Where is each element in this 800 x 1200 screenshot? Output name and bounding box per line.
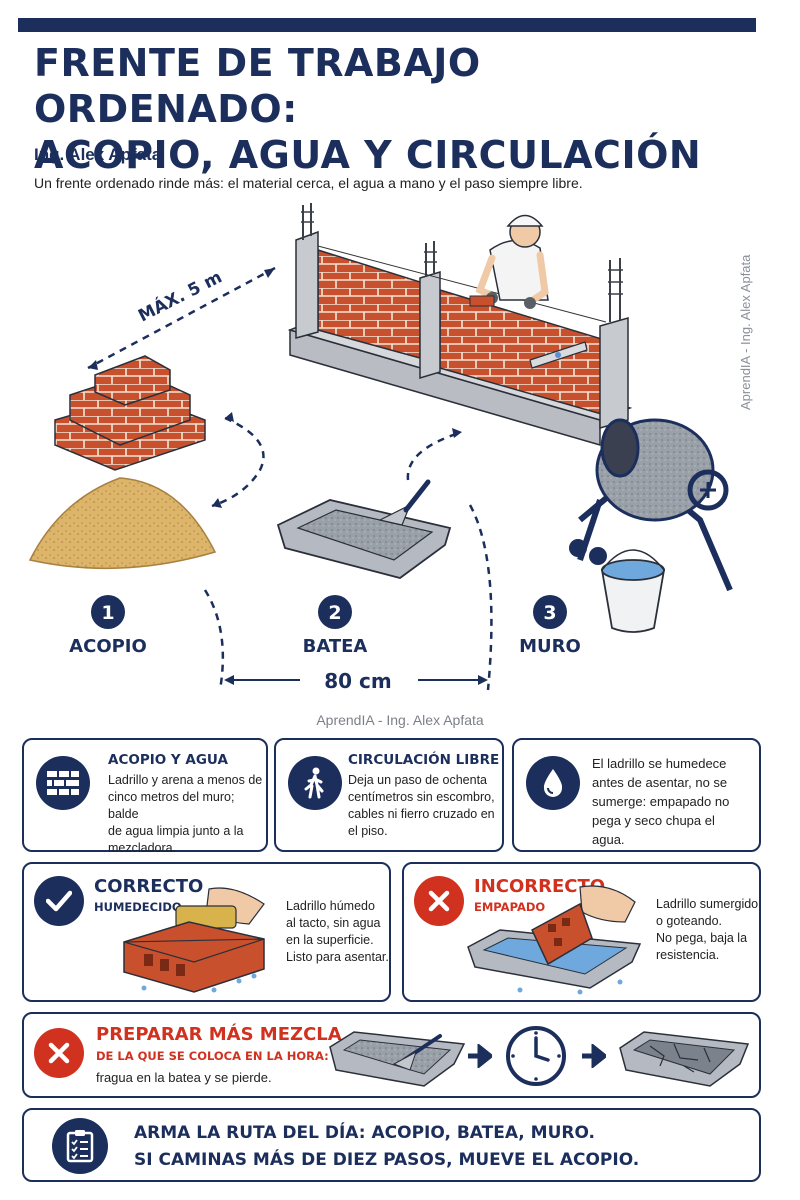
- card-acopio-agua: ACOPIO Y AGUA Ladrillo y arena a menos d…: [22, 738, 268, 855]
- step-label: ACOPIO: [69, 636, 147, 657]
- step-number: 3: [543, 602, 556, 624]
- card-exceso-mezcla: PREPARAR MÁS MEZCLA DE LA QUE SE COLOCA …: [22, 1012, 761, 1098]
- correct-heading: CORRECTO: [94, 876, 204, 897]
- footer-message: ARMA LA RUTA DEL DÍA: ACOPIO, BATEA, MUR…: [134, 1120, 639, 1174]
- sand-pile: [28, 477, 217, 570]
- damp-brick-illustration: [123, 887, 265, 993]
- footer-line-1: ARMA LA RUTA DEL DÍA: ACOPIO, BATEA, MUR…: [134, 1123, 596, 1143]
- worker-figure: [469, 214, 549, 309]
- step-label: BATEA: [303, 636, 368, 657]
- water-bucket: [600, 549, 666, 633]
- card-ruta-del-dia: ARMA LA RUTA DEL DÍA: ACOPIO, BATEA, MUR…: [22, 1108, 761, 1182]
- footer-line-2: SI CAMINAS MÁS DE DIEZ PASOS, MUEVE EL A…: [134, 1150, 640, 1170]
- cross-icon: [34, 1028, 84, 1078]
- incorrect-subheading: EMPAPADO: [474, 900, 546, 914]
- mix-subheading: DE LA QUE SE COLOCA EN LA HORA:: [96, 1049, 329, 1063]
- incorrect-heading: INCORRECTO: [474, 876, 606, 897]
- top-bar: [18, 18, 756, 32]
- brick-stack: [54, 355, 206, 471]
- step-number: 1: [101, 602, 114, 624]
- step-label: MURO: [519, 636, 581, 657]
- clock-icon: [506, 1026, 566, 1086]
- title-line-2: ACOPIO, AGUA Y CIRCULACIÓN: [34, 133, 702, 177]
- clipboard-checklist-icon: [52, 1118, 108, 1174]
- correct-subheading: HUMEDECIDO: [94, 900, 182, 914]
- card-title: CIRCULACIÓN LIBRE: [348, 752, 500, 768]
- author: Ing. Alex Apfata: [34, 145, 162, 164]
- width-dimension: [224, 675, 488, 685]
- width-label: 80 cm: [324, 669, 392, 693]
- page-title: FRENTE DE TRABAJO ORDENADO: ACOPIO, AGUA…: [34, 40, 734, 178]
- mix-text: fragua en la batea y se pierde.: [96, 1070, 272, 1085]
- arrow-right-icon: [468, 1044, 492, 1068]
- soaked-brick-illustration: [467, 885, 642, 995]
- work-front-illustration: MÁX. 5 m 80 cm 1 ACOPIO 2 BATEA 3 MURO: [28, 203, 733, 693]
- title-line-1: FRENTE DE TRABAJO ORDENADO:: [34, 41, 481, 131]
- center-watermark: AprendIA - Ing. Alex Apfata: [316, 712, 484, 728]
- lead-text: Un frente ordenado rinde más: el materia…: [34, 175, 583, 191]
- step-marker-1: 1 ACOPIO: [69, 595, 147, 657]
- circulation-paths: [87, 266, 493, 691]
- checkmark-icon: [34, 876, 84, 926]
- path-arrowheads: [88, 268, 462, 508]
- step-marker-2: 2 BATEA: [303, 595, 368, 657]
- step-number: 2: [328, 602, 341, 624]
- hardened-mortar-tray-icon: [619, 1031, 750, 1087]
- walking-person-icon: [288, 756, 342, 810]
- mix-heading: PREPARAR MÁS MEZCLA: [96, 1024, 342, 1045]
- wall: [287, 203, 633, 446]
- card-circulacion-libre: CIRCULACIÓN LIBRE Deja un paso de ochent…: [274, 738, 504, 852]
- cross-icon: [414, 876, 464, 926]
- fresh-mortar-tray-icon: [329, 1031, 466, 1087]
- card-title: ACOPIO Y AGUA: [108, 752, 228, 768]
- arrow-right-icon: [582, 1044, 606, 1068]
- concrete-mixer: [569, 418, 733, 592]
- brick-wall-icon: [36, 756, 90, 810]
- step-marker-3: 3 MURO: [519, 595, 581, 657]
- water-drop-icon: [526, 756, 580, 810]
- mortar-tray: [276, 479, 452, 579]
- distance-label: MÁX. 5 m: [134, 266, 225, 327]
